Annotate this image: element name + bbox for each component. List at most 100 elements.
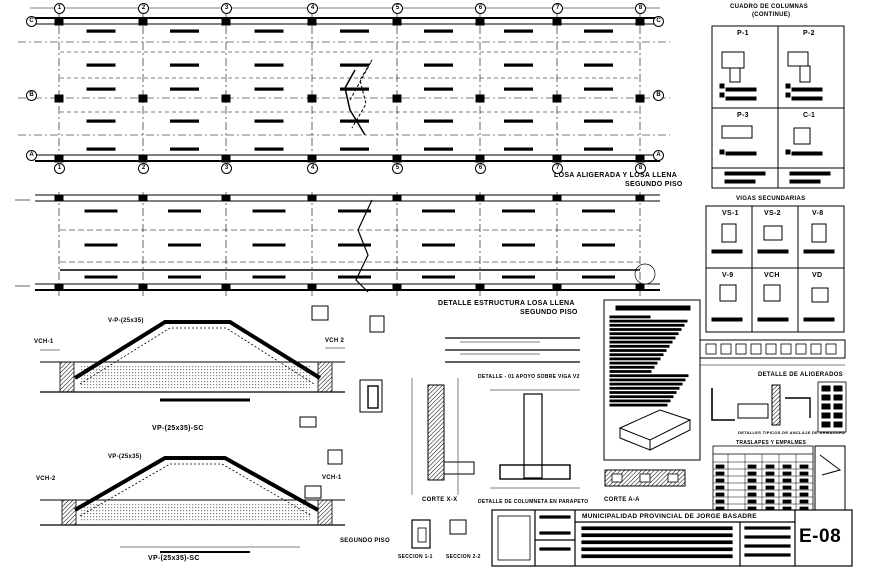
traslapes-label: TRASLAPES Y EMPALMES [736,440,807,446]
note-line [609,391,677,394]
note-line [609,403,668,407]
table-cell [833,394,843,401]
beam-label-vd: VD [812,272,823,279]
table-cell [765,478,775,483]
rebar-mark [254,63,284,67]
beam-label-v9: V-9 [722,272,734,279]
rebar-mark [338,209,371,213]
aligerado-block [735,343,747,355]
column-marker [635,94,645,103]
note-line [609,349,667,352]
title-line [539,531,571,535]
column-marker [635,194,645,202]
table-cell [782,499,792,504]
table-cell [747,478,757,483]
column-marker [392,194,402,202]
rebar-mark [340,119,369,123]
columns-table-subtitle: (CONTINUE) [752,12,791,18]
table-cell [833,421,843,428]
table-cell [747,464,757,469]
table-cell [715,478,725,483]
note-line [609,365,655,369]
title-line [581,554,733,559]
title-line [744,535,791,539]
stair1-title: VP-(25x35)-SC [152,425,204,432]
rebar-mark [424,29,453,33]
stair-section-upper [40,320,345,402]
rebar-mark [504,147,533,151]
col-label-c1: C-1 [803,112,816,119]
grid-bubble-A: A [26,150,37,161]
rebar-mark [422,209,455,213]
note-line [609,357,661,361]
title-line [581,533,733,538]
rebar-mark [338,243,371,247]
grid-bubble-B: B [26,90,37,101]
table-cell [747,492,757,497]
column-marker [475,283,485,291]
rebar-mark [84,209,118,213]
rebar-mark [422,275,455,279]
column-marker [475,154,485,163]
column-marker [635,17,645,26]
table-cell [799,485,809,490]
table-cell [782,478,792,483]
rebar-mark [86,147,116,151]
table-cell [782,492,792,497]
rebar-mark [86,119,116,123]
rebar-mark [252,243,286,247]
column-marker [54,154,64,163]
rebar-mark [424,147,453,151]
sheet-number: E-08 [799,526,842,547]
note-line [609,336,676,340]
note-line [609,328,682,331]
title-line [744,526,791,530]
column-marker [552,283,562,291]
table-cell [715,471,725,476]
note-line [609,374,689,378]
rebar-mark [504,29,533,33]
plan1-subtitle: SEGUNDO PISO [625,181,683,188]
grid-bubble-5: 5 [392,163,403,174]
rebar-mark [424,87,453,91]
aligerados-detail [699,339,847,433]
plan2-subtitle: SEGUNDO PISO [520,309,578,316]
grid-bubble-3: 3 [221,163,232,174]
table-cell [765,499,775,504]
aligerado-block [825,343,837,355]
rebar-mark [86,87,116,91]
rebar-mark [254,147,284,151]
note-line [609,315,651,319]
grid-bubble-6: 6 [475,3,486,14]
rebar-mark [504,63,533,67]
title-line [581,547,733,552]
traslapes-table [712,445,846,511]
table-cell [765,492,775,497]
rebar-mark [502,275,535,279]
aligerado-block [720,343,732,355]
rebar-mark [504,87,533,91]
aligerado-block [750,343,762,355]
column-marker [138,94,148,103]
grid-bubble-1: 1 [54,163,65,174]
stair2-title: VP-(25x35)-SC [148,555,200,562]
plan2-title: DETALLE ESTRUCTURA LOSA LLENA [438,300,575,307]
rebar-mark [86,29,116,33]
column-marker [392,17,402,26]
column-marker [392,94,402,103]
rebar-mark [424,119,453,123]
grid-bubble-1: 1 [54,3,65,14]
table-cell [821,385,831,392]
table-cell [833,412,843,419]
table-cell [715,499,725,504]
segundo-piso-label: SEGUNDO PISO [340,538,390,544]
column-marker [307,94,317,103]
rebar-mark [254,29,284,33]
column-marker [138,17,148,26]
column-marker [221,283,231,291]
note-line [609,361,658,365]
note-line [609,386,680,390]
rebar-mark [168,209,201,213]
rebar-mark [254,87,284,91]
rebar-mark [582,209,615,213]
